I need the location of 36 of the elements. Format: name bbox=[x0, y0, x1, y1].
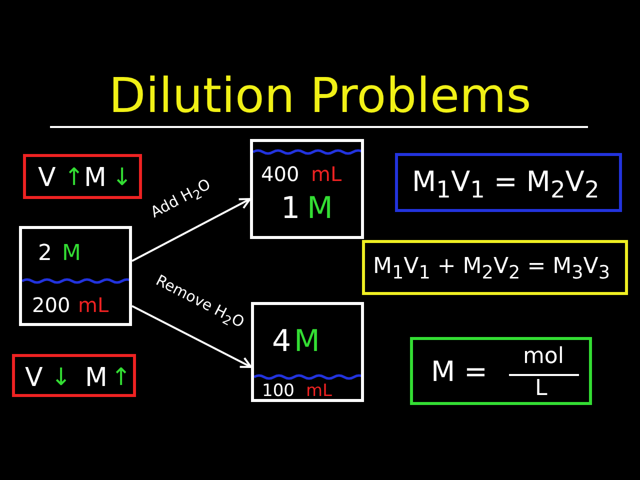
formula-box bbox=[362, 240, 628, 295]
formula-box bbox=[395, 153, 622, 212]
quantity-text: 400 bbox=[261, 164, 300, 184]
trend-symbol: ↑ bbox=[111, 365, 132, 389]
trend-box bbox=[12, 354, 136, 397]
trend-box bbox=[23, 154, 142, 199]
beaker-box bbox=[250, 139, 364, 239]
trend-symbol: ↑ bbox=[64, 165, 84, 189]
formula-box bbox=[410, 337, 592, 405]
unit-text: M bbox=[62, 243, 81, 265]
title: Dilution Problems bbox=[108, 68, 532, 124]
trend-symbol: ↓ bbox=[112, 165, 132, 189]
quantity-text: 2 bbox=[38, 243, 52, 265]
volume-symbol: V bbox=[25, 365, 43, 391]
quantity-text: 4 bbox=[272, 327, 292, 357]
denominator-text: L bbox=[535, 378, 548, 400]
quantity-text: 1 bbox=[281, 194, 300, 224]
dilution-equation: M$_{1}$V$_{1}$ = M$_{2}$V$_{2}$ bbox=[412, 168, 600, 202]
quantity-text: 100 bbox=[262, 383, 294, 400]
beaker-box bbox=[19, 226, 132, 326]
molarity-symbol: M bbox=[84, 165, 106, 191]
unit-text: M bbox=[294, 327, 320, 357]
unit-text: mL bbox=[306, 383, 332, 400]
unit-text: mL bbox=[311, 164, 342, 184]
unit-text: M bbox=[307, 194, 333, 224]
molarity-symbol: M bbox=[85, 365, 108, 391]
volume-symbol: V bbox=[38, 165, 56, 191]
mixing-equation: M$_{1}$V$_{1}$ + M$_{2}$V$_{2}$ = M$_{3}$V$_{3}$ bbox=[373, 256, 610, 283]
unit-text: mL bbox=[78, 295, 109, 315]
arrow bbox=[132, 305, 252, 368]
arrow bbox=[132, 198, 251, 262]
molarity-symbol: M = bbox=[431, 358, 488, 386]
trend-symbol: ↓ bbox=[51, 365, 72, 389]
quantity-text: 200 bbox=[32, 295, 70, 315]
beaker-box bbox=[251, 302, 364, 402]
numerator-text: mol bbox=[523, 346, 564, 368]
